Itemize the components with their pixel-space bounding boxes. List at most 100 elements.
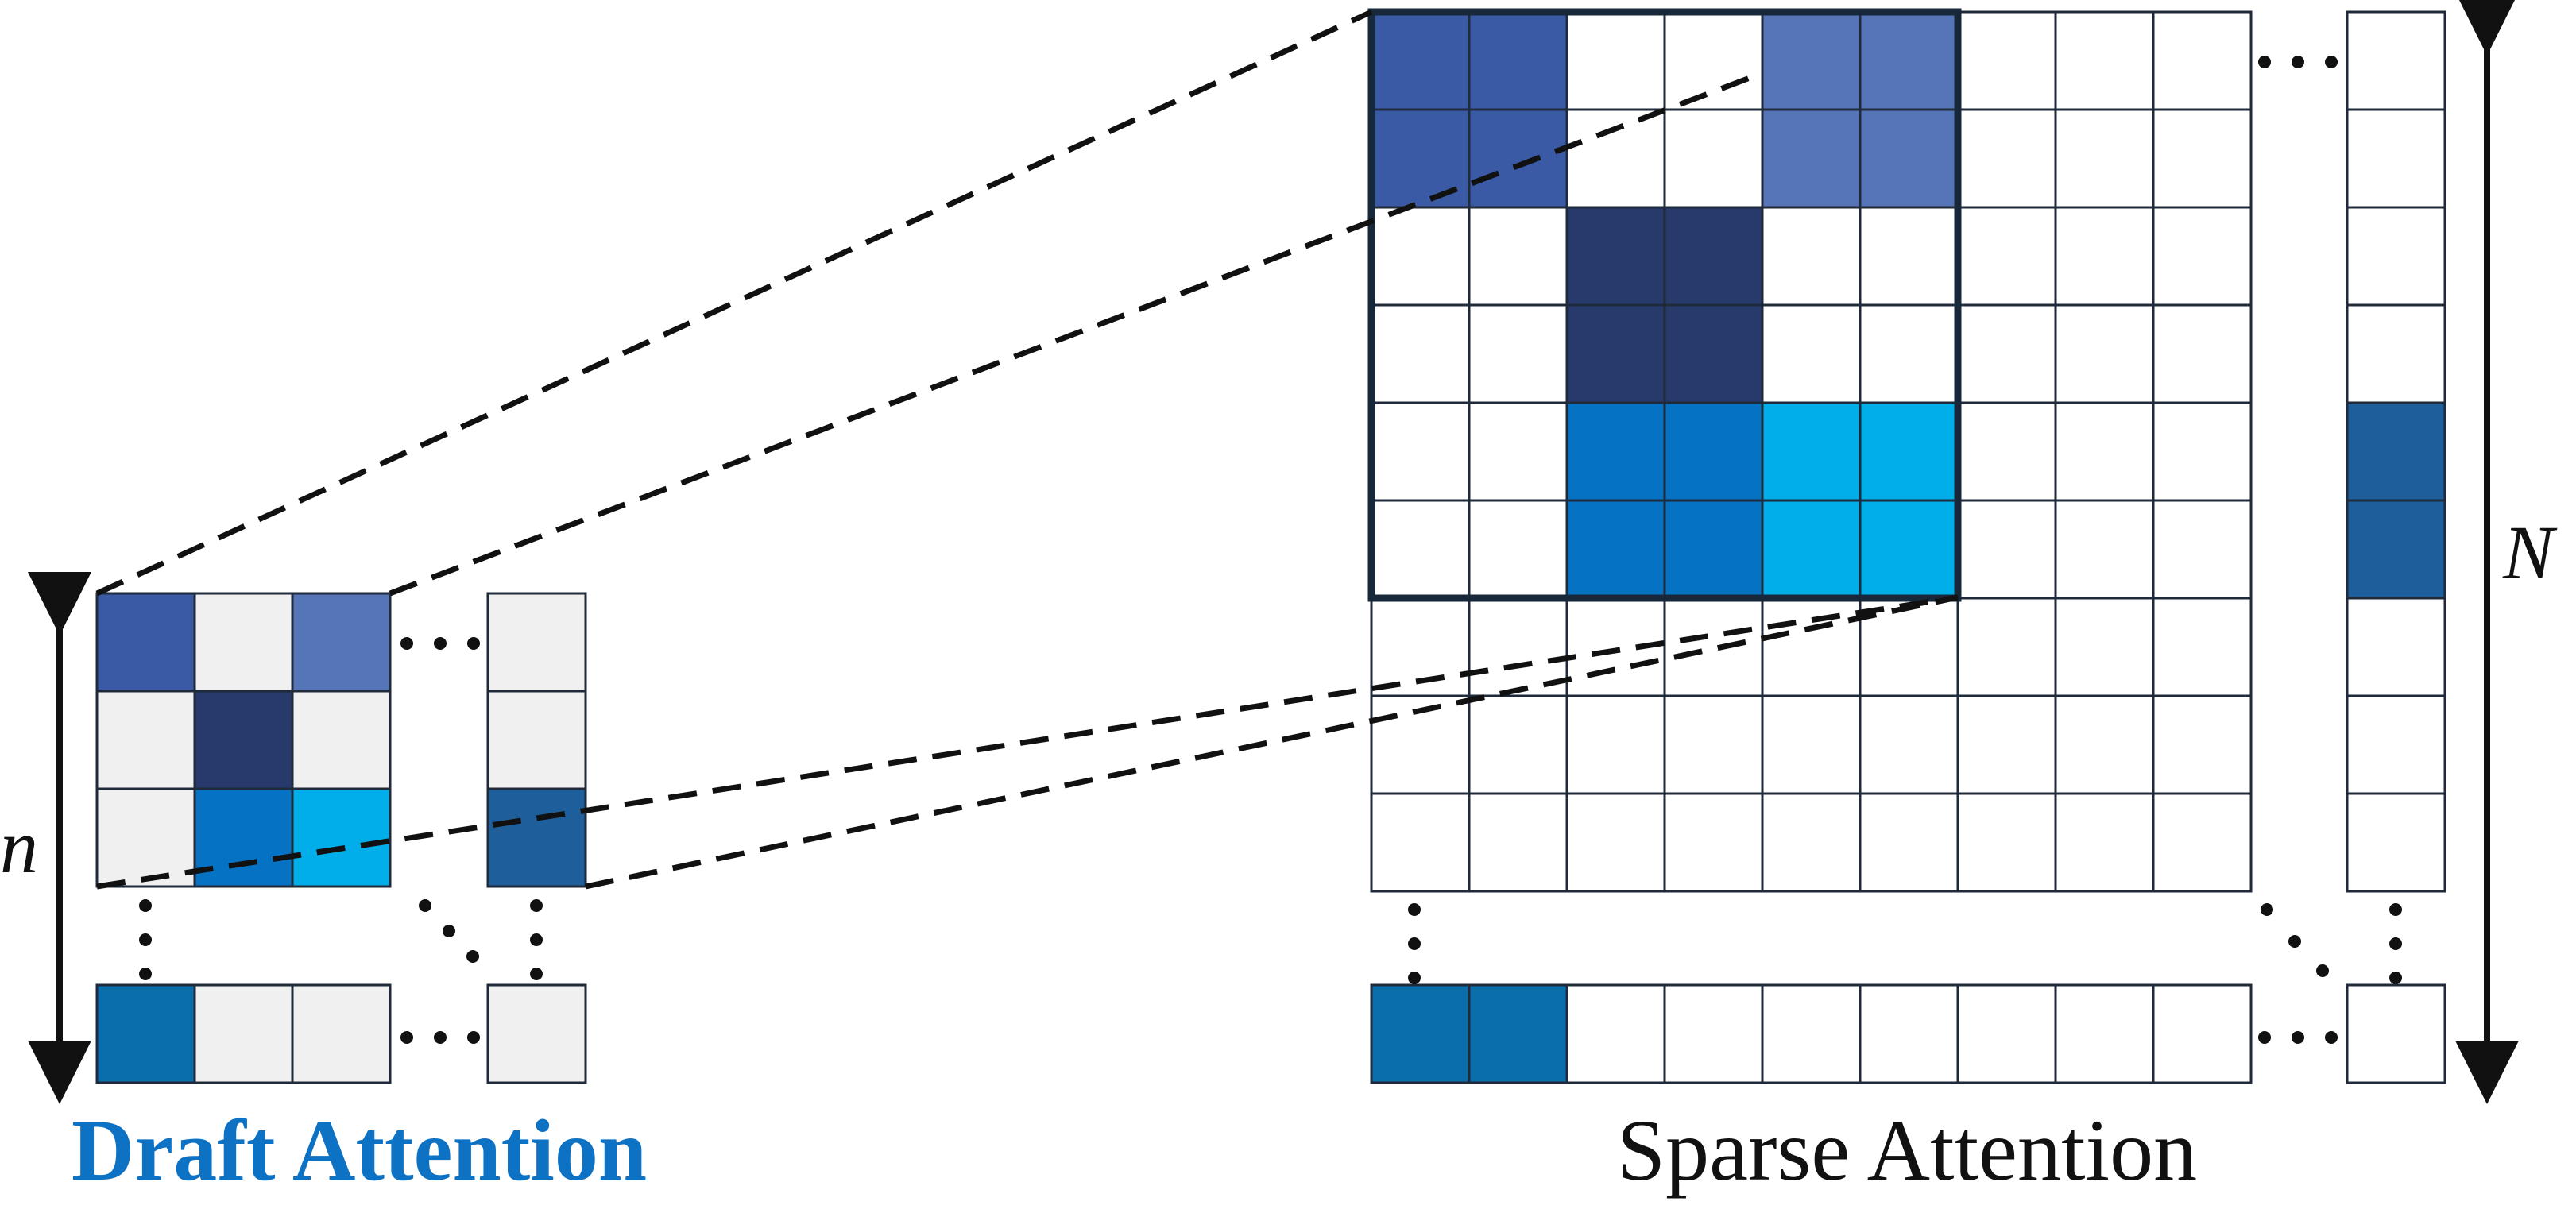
ellipsis-dot bbox=[139, 933, 152, 946]
N-dimension-label: N bbox=[2503, 510, 2555, 595]
sparse-cell-2-3 bbox=[1663, 206, 1764, 307]
sparse-cell-3-4 bbox=[1761, 303, 1862, 404]
sparse-cell-1-7 bbox=[2054, 108, 2155, 209]
draft-block-1-0 bbox=[95, 690, 196, 790]
sparse-cell-8-2 bbox=[1565, 792, 1666, 893]
sparse-cell-0-5 bbox=[1859, 10, 1959, 111]
sparse-cell-6-7 bbox=[2054, 597, 2155, 697]
sparse-cell-4-0 bbox=[1370, 401, 1471, 502]
sparse-cell-0-0 bbox=[1370, 10, 1471, 111]
sparse-cell-5-0 bbox=[1370, 499, 1471, 600]
sparse-cell-5-2 bbox=[1565, 499, 1666, 600]
ellipsis-dot bbox=[2261, 903, 2273, 916]
sparse-cell-1-6 bbox=[1956, 108, 2057, 209]
sparse-cell-0-7 bbox=[2054, 10, 2155, 111]
draft-block-0-2 bbox=[291, 592, 392, 693]
sparse-cell-1-8 bbox=[2152, 108, 2253, 209]
sparse-cell-5-3 bbox=[1663, 499, 1764, 600]
ellipsis-dot bbox=[2292, 56, 2304, 68]
ellipsis-dot bbox=[2316, 964, 2329, 977]
ellipsis-dot bbox=[2389, 972, 2402, 984]
sparse-cell-7-last bbox=[2346, 694, 2446, 795]
ellipsis-dot bbox=[530, 899, 543, 912]
sparse-cell-0-6 bbox=[1956, 10, 2057, 111]
sparse-cell-1-5 bbox=[1859, 108, 1959, 209]
sparse-cell-3-last bbox=[2346, 303, 2446, 404]
ellipsis-dots bbox=[139, 56, 2402, 1044]
draft-block-1-1 bbox=[193, 690, 294, 790]
sparse-cell-4-3 bbox=[1663, 401, 1764, 502]
sparse-cell-8-3 bbox=[1663, 792, 1764, 893]
sparse-cell-8-6 bbox=[1956, 792, 2057, 893]
sparse-cell-4-last bbox=[2346, 401, 2446, 502]
sparse-cell-4-7 bbox=[2054, 401, 2155, 502]
zoom-highlight-box bbox=[1367, 8, 1962, 602]
sparse-cell-4-8 bbox=[2152, 401, 2253, 502]
ellipsis-dot bbox=[530, 968, 543, 980]
ellipsis-dot bbox=[400, 637, 413, 650]
draft-block-0-1 bbox=[193, 592, 294, 693]
zoom-connector-lines bbox=[95, 9, 1959, 890]
sparse-cell-7-7 bbox=[2054, 694, 2155, 795]
sparse-cell-last-1 bbox=[1468, 983, 1568, 1084]
sparse-cell-last-6 bbox=[1956, 983, 2057, 1084]
sparse-cell-0-8 bbox=[2152, 10, 2253, 111]
sparse-cell-6-5 bbox=[1859, 597, 1959, 697]
ellipsis-dot bbox=[466, 950, 479, 963]
sparse-cell-8-1 bbox=[1468, 792, 1568, 893]
ellipsis-dot bbox=[2325, 56, 2338, 68]
sparse-cell-8-0 bbox=[1370, 792, 1471, 893]
sparse-cell-5-7 bbox=[2054, 499, 2155, 600]
ellipsis-dot bbox=[2389, 937, 2402, 950]
sparse-cell-last-7 bbox=[2054, 983, 2155, 1084]
sparse-cell-2-7 bbox=[2054, 206, 2155, 307]
ellipsis-dot bbox=[139, 968, 152, 980]
sparse-cell-1-1 bbox=[1468, 108, 1568, 209]
sparse-cell-1-4 bbox=[1761, 108, 1862, 209]
sparse-cell-4-4 bbox=[1761, 401, 1862, 502]
draft-block-3-0 bbox=[95, 983, 196, 1084]
draft-block-3-1 bbox=[193, 983, 294, 1084]
sparse-cell-3-8 bbox=[2152, 303, 2253, 404]
connector-line-2 bbox=[96, 594, 1959, 890]
sparse-cell-7-4 bbox=[1761, 694, 1862, 795]
sparse-cell-0-3 bbox=[1663, 10, 1764, 111]
sparse-cell-3-2 bbox=[1565, 303, 1666, 404]
dimension-arrows bbox=[28, 0, 2519, 1104]
sparse-cell-4-5 bbox=[1859, 401, 1959, 502]
ellipsis-dot bbox=[139, 899, 152, 912]
sparse-cell-5-last bbox=[2346, 499, 2446, 600]
sparse-cell-5-1 bbox=[1468, 499, 1568, 600]
sparse-cell-3-6 bbox=[1956, 303, 2057, 404]
sparse-cell-2-0 bbox=[1370, 206, 1471, 307]
sparse-cell-7-3 bbox=[1663, 694, 1764, 795]
sparse-cell-8-7 bbox=[2054, 792, 2155, 893]
sparse-cell-6-last bbox=[2346, 597, 2446, 697]
sparse-cell-8-last bbox=[2346, 792, 2446, 893]
sparse-cell-last-5 bbox=[1859, 983, 1959, 1084]
sparse-cell-2-6 bbox=[1956, 206, 2057, 307]
sparse-cell-3-7 bbox=[2054, 303, 2155, 404]
ellipsis-dot bbox=[2325, 1031, 2338, 1044]
ellipsis-dot bbox=[2258, 56, 2271, 68]
sparse-cell-6-6 bbox=[1956, 597, 2057, 697]
ellipsis-dot bbox=[443, 925, 455, 937]
sparse-attention-matrix bbox=[1367, 8, 2446, 1084]
sparse-cell-5-5 bbox=[1859, 499, 1959, 600]
sparse-cell-4-6 bbox=[1956, 401, 2057, 502]
sparse-cell-4-2 bbox=[1565, 401, 1666, 502]
draft-attention-matrix bbox=[95, 592, 587, 1084]
draft-block-3-4 bbox=[486, 983, 587, 1084]
sparse-cell-last-3 bbox=[1663, 983, 1764, 1084]
draft-block-1-2 bbox=[291, 690, 392, 790]
draft-block-1-4 bbox=[486, 690, 587, 790]
sparse-cell-7-2 bbox=[1565, 694, 1666, 795]
sparse-cell-3-3 bbox=[1663, 303, 1764, 404]
sparse-cell-last-2 bbox=[1565, 983, 1666, 1084]
sparse-cell-last-last bbox=[2346, 983, 2446, 1084]
ellipsis-dot bbox=[400, 1031, 413, 1044]
sparse-attention-caption: Sparse Attention bbox=[1616, 1102, 2198, 1199]
sparse-cell-6-3 bbox=[1663, 597, 1764, 697]
sparse-cell-8-8 bbox=[2152, 792, 2253, 893]
